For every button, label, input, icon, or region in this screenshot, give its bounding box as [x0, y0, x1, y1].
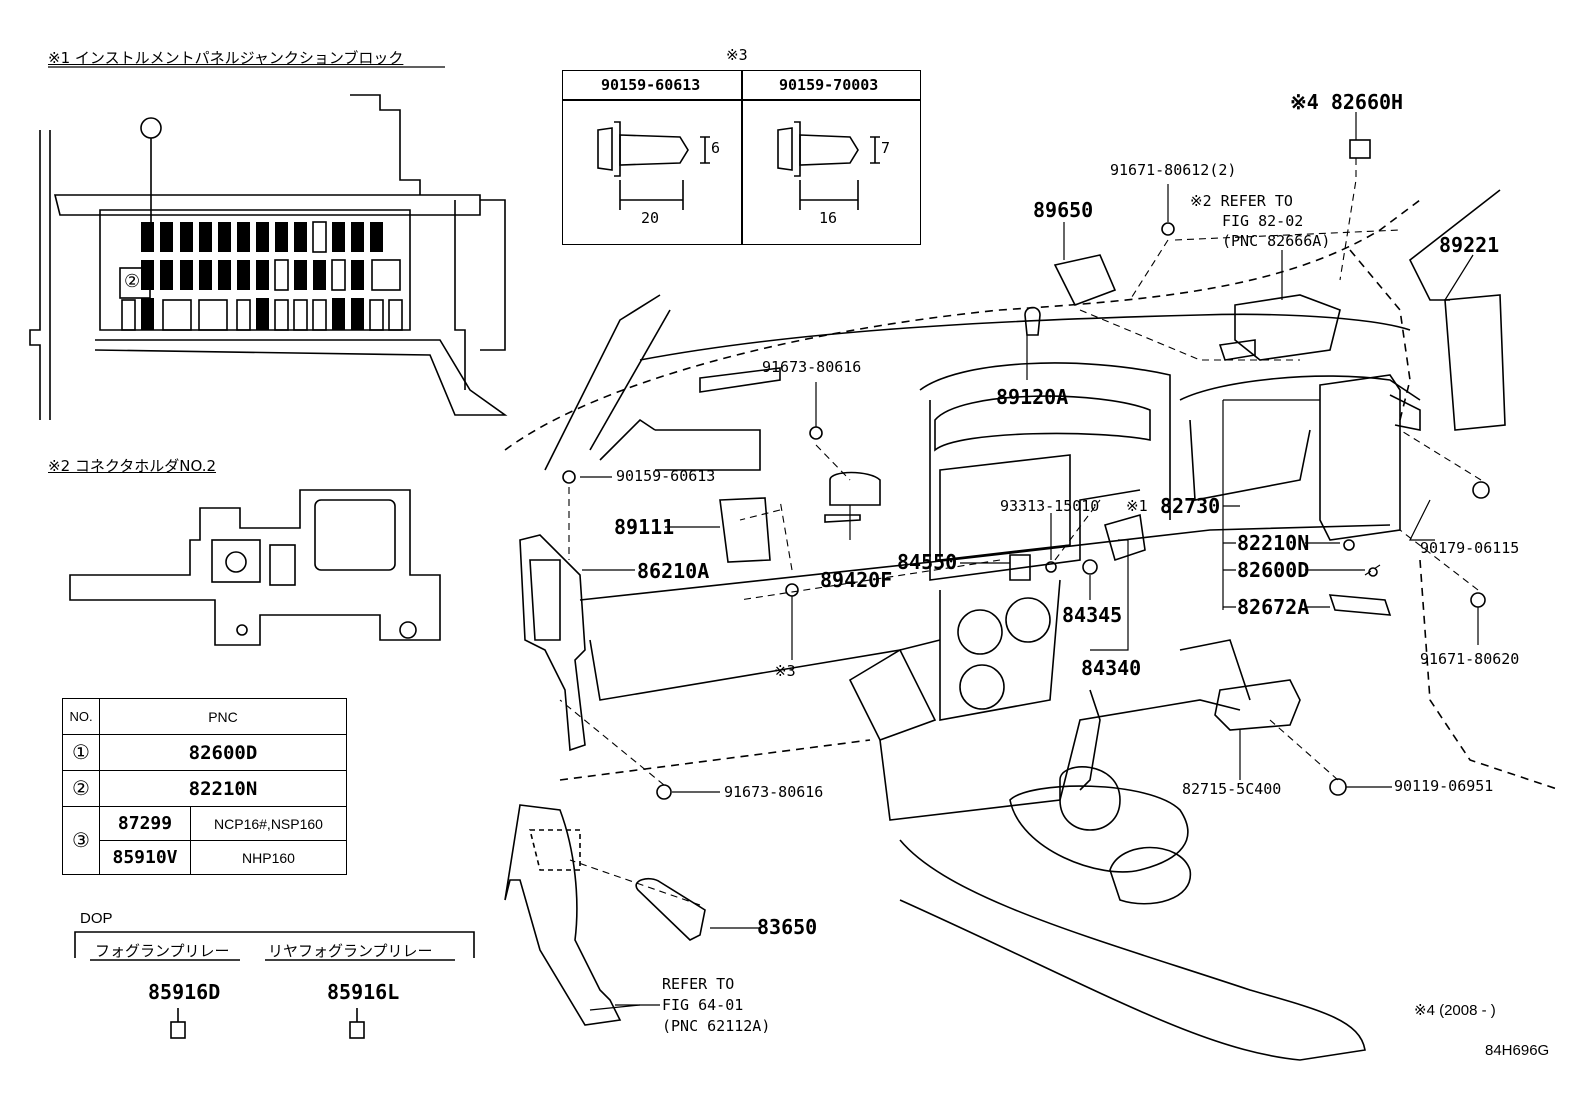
- label-91671-80620: 91671-80620: [1420, 650, 1520, 668]
- label-82600D: 82600D: [1237, 558, 1310, 582]
- label-82210N: 82210N: [1237, 531, 1310, 555]
- bolt-1-length: 20: [641, 209, 660, 227]
- connector-holder-title: ※2 コネクタホルダNO.2: [48, 457, 217, 475]
- label-90159-60613: 90159-60613: [616, 467, 716, 485]
- label-90179-06115: 90179-06115: [1420, 539, 1520, 557]
- mark-2: ②: [124, 271, 141, 292]
- bolt-table: 90159-60613 90159-70003 6 20 7 16: [562, 70, 921, 245]
- label-82660H: ※4 82660H: [1290, 90, 1404, 114]
- dashed-guides: [559, 158, 1482, 906]
- label-84340: 84340: [1081, 656, 1142, 680]
- bolt-col-1: 90159-60613: [601, 76, 701, 94]
- bolt-1-diameter: 6: [711, 139, 721, 157]
- label-refer-82-pnc: (PNC 82666A): [1222, 232, 1331, 250]
- dop-fog-label: フォグランプリレー: [95, 942, 230, 960]
- pnc-row-3-no: ③: [62, 806, 100, 875]
- label-82672A: 82672A: [1237, 595, 1310, 619]
- pnc-row-3a-model: NCP16#,NSP160: [190, 806, 347, 841]
- dop-rear-fog-label: リヤフォグランプリレー: [268, 942, 433, 960]
- dop-bracket: [74, 931, 475, 1022]
- dop-fog-pnc: 85916D: [148, 980, 221, 1004]
- label-83650: 83650: [757, 915, 818, 939]
- pnc-row-2-no: ②: [62, 770, 100, 807]
- bolt-drawings: [597, 121, 880, 210]
- label-89420F: 89420F: [820, 568, 893, 592]
- label-86210A: 86210A: [637, 559, 710, 583]
- label-89120A: 89120A: [996, 385, 1069, 409]
- label-91671-80612: 91671-80612(2): [1110, 161, 1237, 179]
- bolt-2-diameter: 7: [881, 139, 891, 157]
- connector-holder-drawing: [69, 489, 441, 646]
- pnc-row-3b-model: NHP160: [190, 840, 347, 875]
- label-refer-82-fig: FIG 82-02: [1222, 212, 1304, 230]
- dop-rear-fog-pnc: 85916L: [327, 980, 400, 1004]
- leader-lines: [580, 112, 1479, 1006]
- pnc-table: NO. PNC ① 82600D ② 82210N ③ 87299 NCP16#…: [62, 698, 347, 875]
- label-note-3: ※3: [774, 662, 796, 680]
- label-89650: 89650: [1033, 198, 1094, 222]
- label-refer-64-fig: FIG 64-01: [662, 996, 744, 1014]
- label-89111: 89111: [614, 515, 675, 539]
- label-84550: 84550: [897, 550, 958, 574]
- label-84345: 84345: [1062, 603, 1123, 627]
- bolt-col-2: 90159-70003: [779, 76, 879, 94]
- pnc-row-1-no: ①: [62, 734, 100, 771]
- pnc-header-no: NO.: [62, 698, 100, 735]
- label-93313-15010: 93313-15010: [1000, 497, 1100, 515]
- label-refer-64: REFER TO: [662, 975, 735, 993]
- pnc-row-3a-pnc: 87299: [99, 806, 191, 841]
- pnc-row-3b-pnc: 85910V: [99, 840, 191, 875]
- dashboard-drawing: [504, 189, 1561, 1061]
- pnc-row-1-pnc: 82600D: [99, 734, 347, 771]
- label-89221: 89221: [1439, 233, 1500, 257]
- label-82730-note: ※1: [1126, 497, 1148, 515]
- pillar-trim-drawing: [504, 534, 871, 1026]
- figure-code: 84H696G: [1485, 1042, 1550, 1059]
- junction-block-title: ※1 インストルメントパネルジャンクションブロック: [48, 49, 404, 67]
- label-90119-06951: 90119-06951: [1394, 777, 1494, 795]
- bolt-2-length: 16: [819, 209, 838, 227]
- pnc-header-pnc: PNC: [99, 698, 347, 735]
- fuse-outlines: [119, 117, 403, 331]
- label-refer-82: ※2 REFER TO: [1190, 192, 1293, 210]
- bolt-table-note: ※3: [726, 46, 748, 64]
- label-91673-80616-bottom: 91673-80616: [724, 783, 824, 801]
- dop-title: DOP: [80, 910, 113, 927]
- label-82730: 82730: [1160, 494, 1221, 518]
- label-82715-5C400: 82715-5C400: [1182, 780, 1282, 798]
- junction-block-drawing: [29, 94, 508, 420]
- note-4: ※4 (2008 - ): [1414, 1002, 1496, 1019]
- fuse-grid: [141, 222, 383, 330]
- label-refer-64-pnc: (PNC 62112A): [662, 1017, 771, 1035]
- label-91673-80616-top: 91673-80616: [762, 358, 862, 376]
- pnc-row-2-pnc: 82210N: [99, 770, 347, 807]
